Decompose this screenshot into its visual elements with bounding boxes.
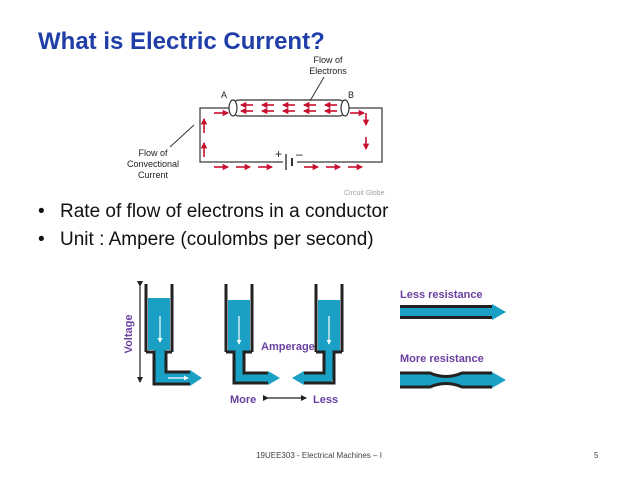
battery-plus-sign: + [275,147,282,161]
less-resistance-label: Less resistance [400,289,483,301]
bullet-text: Rate of flow of electrons in a conductor [60,201,389,222]
terminal-a-label: A [221,90,227,100]
convectional-current-label-line1: Flow of [138,148,168,158]
convectional-current-label-line2: Convectional [127,159,179,169]
amperage-label: Amperage [261,341,315,353]
more-flow-label: More [230,394,256,406]
more-resistance-label: More resistance [400,353,484,365]
bullet-list: • Rate of flow of electrons in a conducto… [38,198,388,254]
less-resistance-pipe-icon [400,304,506,320]
resistance-analogy-figure: Voltage [123,281,506,406]
flow-of-electrons-label-line1: Flow of [313,55,343,65]
tank-high-flow [144,284,202,386]
tank-low-flow [292,284,344,385]
slide-footer: 19UEE303 - Electrical Machines – I 5 [0,451,638,465]
electron-flow-arrows [239,101,337,115]
voltage-label: Voltage [123,315,135,354]
electrons-pointer-line [309,76,325,102]
terminal-b-label: B [348,90,354,100]
bullet-marker: • [38,229,45,250]
conductor-tube [228,99,350,117]
battery-minus-sign: – [296,147,303,161]
footer-course-text: 19UEE303 - Electrical Machines – I [256,451,382,460]
convectional-pointer-line [169,124,195,148]
more-resistance-pipe-icon [400,371,506,389]
bullet-marker: • [38,201,45,222]
battery-icon [283,154,297,170]
convectional-current-label-line3: Current [138,170,169,180]
tank-medium-flow [224,284,280,385]
circuit-diagram: + – Flow of Electrons A B Flow of Convec… [127,55,385,197]
flow-of-electrons-label-line2: Electrons [309,66,347,76]
less-flow-label: Less [313,394,338,406]
bullet-item: • Rate of flow of electrons in a conducto… [38,198,388,226]
circuit-globe-credit: Circuit Globe [344,190,385,197]
bullet-text: Unit : Ampere (coulombs per second) [60,229,374,250]
page-number: 5 [594,451,599,460]
slide-title: What is Electric Current? [38,28,325,55]
conventional-current-arrows [200,109,370,171]
bullet-item: • Unit : Ampere (coulombs per second) [38,226,388,254]
